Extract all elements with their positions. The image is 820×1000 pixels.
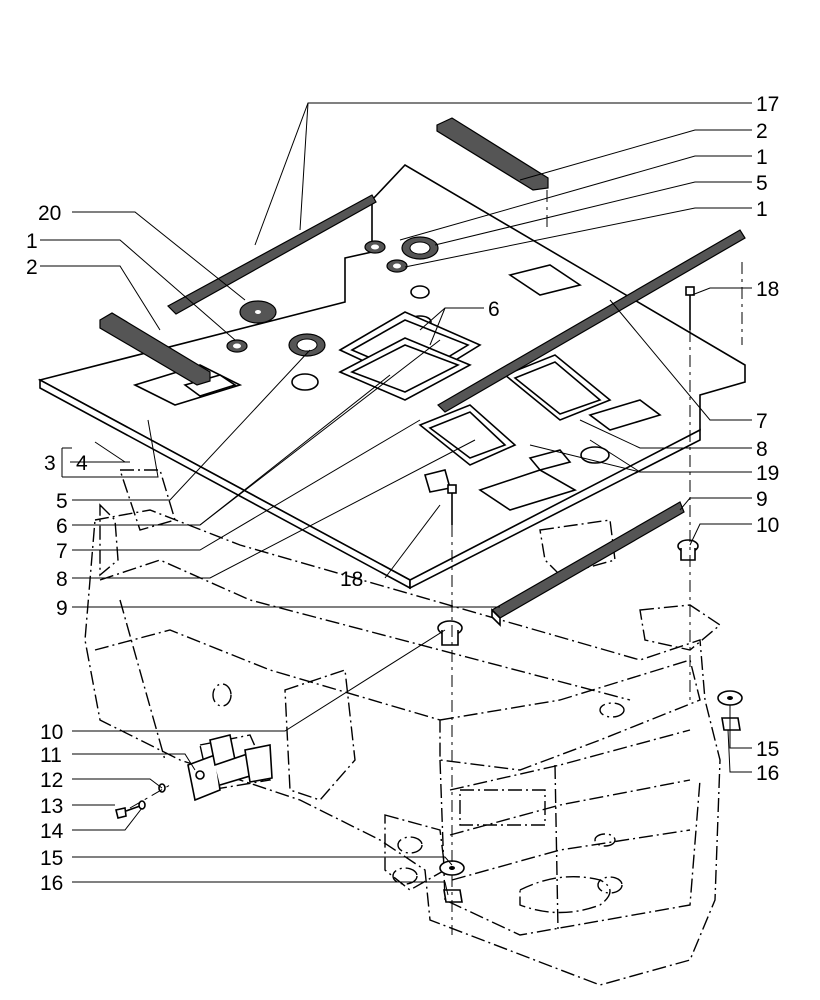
washer-14 [138,800,146,810]
assembly-axes [129,190,743,935]
plug-10-right [677,539,699,561]
nut-16-right [721,717,741,731]
seal-ring-5-left [288,333,326,357]
callout-2: 2 [756,120,768,143]
seal-ring-5-top [401,236,439,260]
callout-7: 7 [56,540,68,563]
callout-6: 6 [56,515,68,538]
callout-16: 16 [756,762,779,785]
callout-10: 10 [756,514,779,537]
callout-5: 5 [56,490,68,513]
felt-strip-9 [491,501,685,627]
callout-20: 20 [38,202,61,225]
callout-15: 15 [40,847,63,870]
callout-17: 17 [756,93,779,116]
callout-16: 16 [40,872,63,895]
callout-8: 8 [56,568,68,591]
grille-frame-19 [418,354,612,466]
felt-strip-2-left [99,312,211,386]
callout-1: 1 [756,198,768,221]
callout-2: 2 [26,256,38,279]
callout-15: 15 [756,738,779,761]
callout-9: 9 [56,597,68,620]
callout-1: 1 [26,230,38,253]
leader-lines [40,102,752,896]
callout-labels: 17 2 1 5 1 20 1 2 6 18 3 4 7 8 19 5 9 6 … [26,93,779,895]
bolt-18-center [447,484,457,525]
plug-10-left [437,620,463,646]
callout-5: 5 [756,172,768,195]
felt-strip-17-right [437,229,746,413]
callout-14: 14 [40,820,64,843]
callout-18: 18 [340,568,363,591]
callout-8: 8 [756,438,768,461]
callout-19: 19 [756,462,779,485]
callout-13: 13 [40,795,63,818]
nut-16-bottom [443,889,463,903]
grommet-20 [239,300,277,324]
callout-12: 12 [40,769,63,792]
washer-15-right [717,690,743,706]
seal-ring-1 [226,240,408,353]
plate-opening [478,469,578,511]
callout-4: 4 [76,452,88,475]
callout-3: 3 [44,452,56,475]
bracket-11 [187,734,273,802]
callout-18: 18 [756,278,779,301]
felt-strip-2-top [436,117,549,191]
callout-10: 10 [40,721,63,744]
callout-1: 1 [756,146,768,169]
bolt-13 [115,805,141,819]
callout-6: 6 [488,298,500,321]
chassis-frame-phantom [84,469,722,986]
bolt-18-right [685,286,695,330]
callout-11: 11 [40,744,62,767]
callout-7: 7 [756,410,768,433]
callout-9: 9 [756,488,768,511]
grille-frame-6 [338,311,482,401]
felt-strip-17-left [167,194,377,315]
